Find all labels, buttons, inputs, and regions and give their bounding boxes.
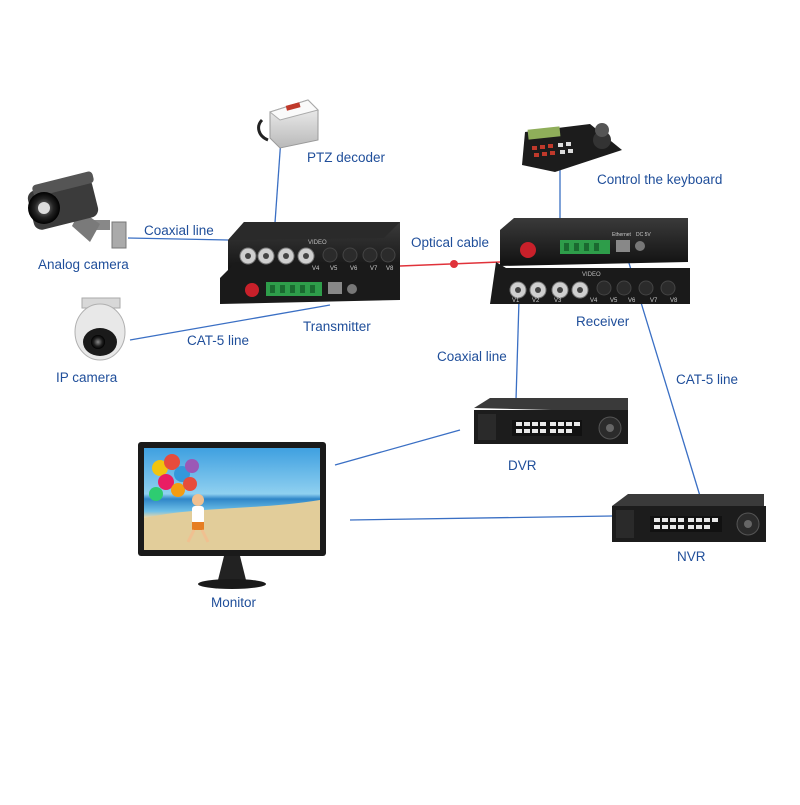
receiver-label: Receiver — [576, 314, 630, 329]
svg-text:V7: V7 — [650, 298, 658, 304]
transmitter-video-label: VIDEO — [308, 240, 327, 246]
child-figure — [186, 494, 210, 543]
dvr-icon — [474, 398, 628, 444]
receiver-icon: Ethernet DC 5V VIDEO V1 V2 V3 V4 V5 V6 V… — [490, 218, 690, 304]
analog-coax-line — [127, 237, 229, 241]
svg-text:V8: V8 — [670, 298, 678, 304]
dvr-label: DVR — [508, 458, 537, 473]
svg-text:V5: V5 — [330, 266, 338, 272]
nvr-monitor-line — [349, 515, 613, 521]
control-keyboard-icon — [522, 123, 622, 172]
svg-text:DC 5V: DC 5V — [636, 232, 651, 238]
svg-text:V8: V8 — [386, 266, 394, 272]
cat5-line-left-label: CAT-5 line — [187, 333, 250, 348]
svg-text:V3: V3 — [554, 298, 562, 304]
ptz-decoder-label: PTZ decoder — [307, 150, 386, 165]
analog-camera-icon — [27, 171, 127, 249]
svg-text:V6: V6 — [628, 298, 636, 304]
monitor-label: Monitor — [211, 595, 257, 610]
svg-text:V1: V1 — [512, 298, 520, 304]
nvr-label: NVR — [677, 549, 706, 564]
dvr-monitor-line — [334, 429, 461, 466]
svg-text:V4: V4 — [590, 298, 598, 304]
nvr-icon — [612, 494, 766, 542]
coaxial-line-bottom-label: Coaxial line — [437, 349, 507, 364]
receiver-video-label: VIDEO — [582, 272, 601, 278]
control-keyboard-label: Control the keyboard — [597, 172, 723, 187]
ip-cat5-line — [129, 304, 331, 341]
balloons — [149, 454, 199, 501]
ip-camera-label: IP camera — [56, 370, 118, 385]
svg-text:V6: V6 — [350, 266, 358, 272]
monitor-icon — [138, 442, 326, 589]
svg-text:V5: V5 — [610, 298, 618, 304]
optical-cable — [399, 260, 501, 268]
receiver-coax-line — [515, 299, 520, 401]
svg-text:V2: V2 — [532, 298, 540, 304]
transmitter-icon: VIDEO V4 V5 V6 V7 V8 — [220, 222, 400, 304]
transmitter-label: Transmitter — [303, 319, 371, 334]
coaxial-line-top-label: Coaxial line — [144, 223, 214, 238]
cat5-line-right-label: CAT-5 line — [676, 372, 739, 387]
ip-camera-icon — [74, 297, 126, 361]
ptz-decoder-icon — [257, 99, 319, 149]
svg-text:V7: V7 — [370, 266, 378, 272]
svg-text:Ethernet: Ethernet — [612, 232, 632, 238]
svg-text:V4: V4 — [312, 266, 320, 272]
analog-camera-label: Analog camera — [38, 257, 129, 272]
optical-cable-label: Optical cable — [411, 235, 490, 250]
